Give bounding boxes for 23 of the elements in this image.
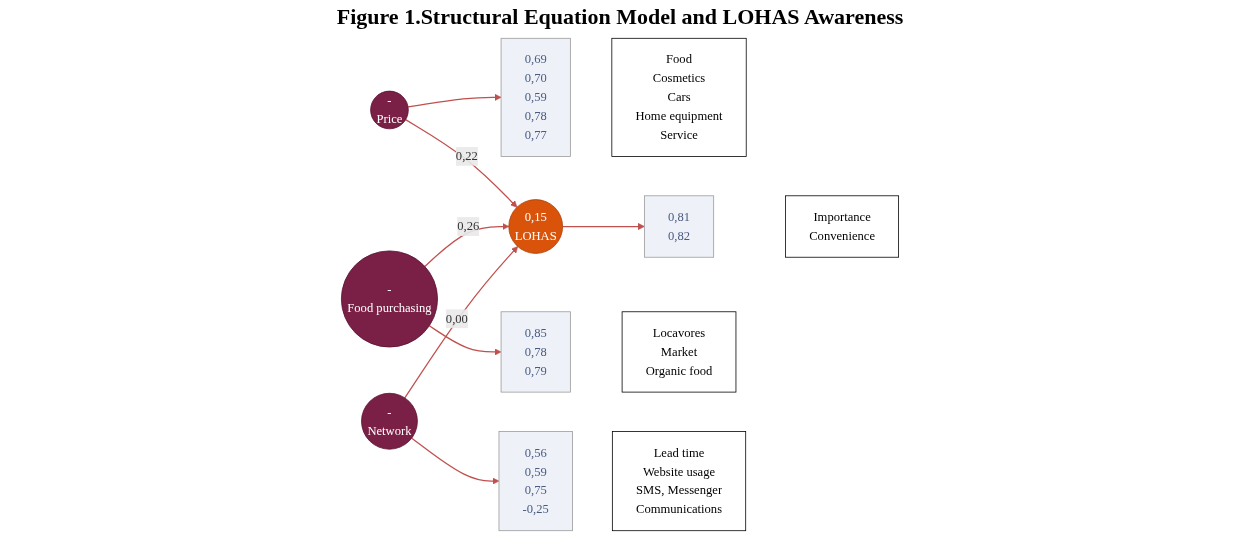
node-circle: - Network (361, 392, 418, 450)
arrow (407, 93, 502, 108)
arrow (428, 325, 502, 356)
edge-label: 0,26 (457, 219, 480, 233)
node-box: Locavores Market Organic food (621, 311, 737, 393)
node-circle: 0,15 LOHAS (508, 199, 563, 254)
arrow (405, 119, 518, 208)
node-box: 0,81 0,82 (644, 195, 715, 258)
arrow (424, 223, 510, 268)
node-box: Lead time Website usage SMS, Messenger Communications (611, 431, 747, 532)
node-circle: - Price (370, 90, 409, 130)
node-box: 0,56 0,59 0,75 -0,25 (498, 431, 573, 532)
edge-label: 0,22 (455, 149, 478, 163)
node-box: Importance Convenience (785, 195, 899, 258)
edge-label: 0,00 (445, 311, 468, 326)
arrow (411, 437, 500, 485)
figure-title: Figure 1.Structural Equation Model and LOHAS Awareness (335, 4, 905, 30)
arrow (562, 223, 645, 230)
node-box: 0,69 0,70 0,59 0,78 0,77 (500, 37, 571, 157)
arrow (404, 246, 519, 399)
node-box: Food Cosmetics Cars Home equipment Service (611, 37, 747, 157)
node-circle: - Food purchasing (341, 250, 438, 348)
node-box: 0,85 0,78 0,79 (500, 311, 571, 393)
